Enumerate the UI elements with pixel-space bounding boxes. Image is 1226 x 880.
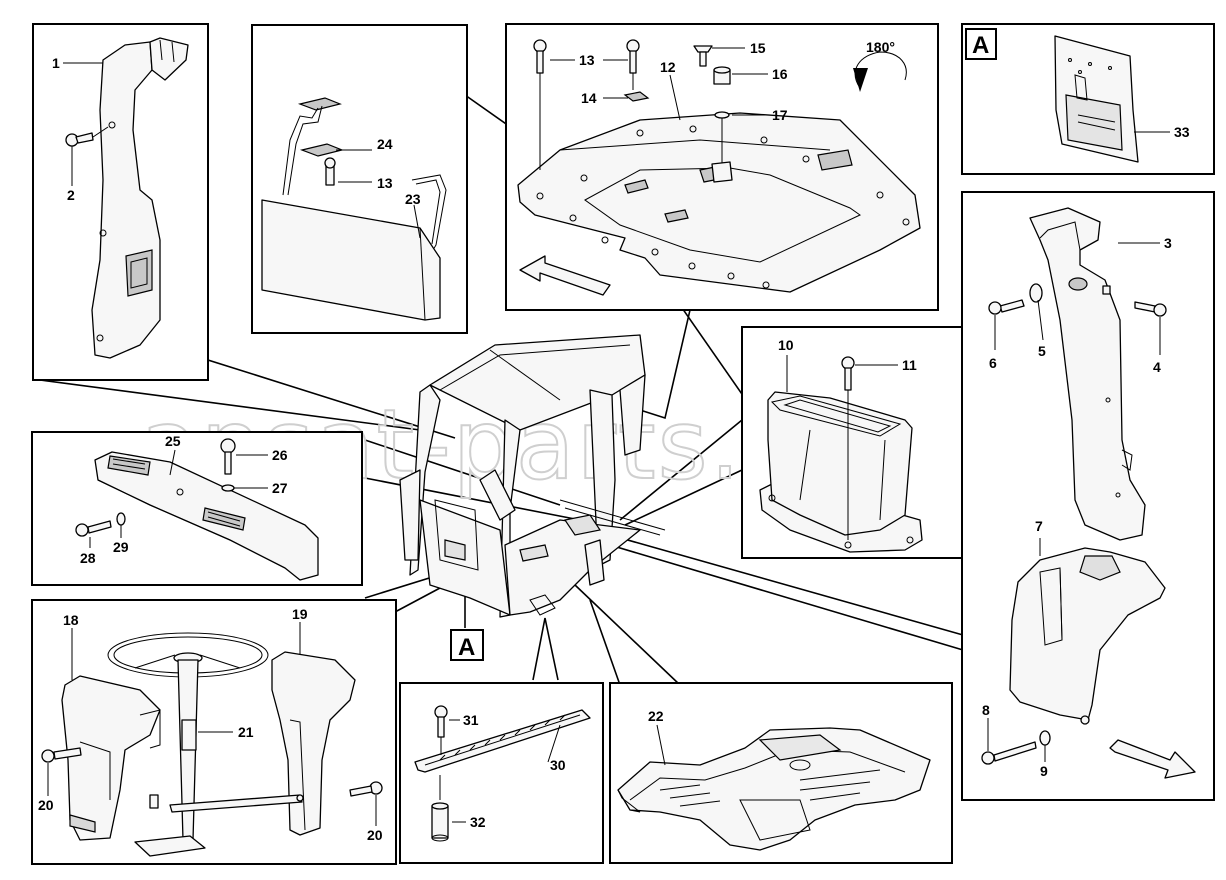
panel-floor-mat: 22 [609,682,953,864]
label-4: 4 [1153,359,1161,375]
rotation-label: 180° [866,39,895,55]
label-28: 28 [80,550,96,566]
panel-dash-trim: 26 27 25 28 29 [31,431,363,586]
label-1: 1 [52,55,60,71]
cab-frame [399,334,666,618]
label-14: 14 [581,90,597,106]
label-20a: 20 [38,797,54,813]
label-7: 7 [1035,518,1043,534]
label-23: 23 [405,191,421,207]
label-18: 18 [63,612,79,628]
label-2: 2 [67,187,75,203]
label-13a: 13 [579,52,595,68]
label-19: 19 [292,606,308,622]
label-31: 31 [463,712,479,728]
rotate-180-icon: 180° [853,39,907,92]
label-27: 27 [272,480,288,496]
panel-sun-visor: 24 13 23 [251,24,468,334]
panel-roof: 13 14 12 15 16 17 180° [505,23,939,311]
label-5: 5 [1038,343,1046,359]
panel-rail: 31 30 32 [399,682,604,864]
label-16: 16 [772,66,788,82]
label-15: 15 [750,40,766,56]
label-22: 22 [648,708,664,724]
label-30: 30 [550,757,566,773]
cab-view-a-tag: A [458,634,475,661]
panel-steering: 18 19 21 20 20 [31,599,397,865]
view-a-tag: A [972,32,989,59]
label-11: 11 [902,357,917,373]
label-3: 3 [1164,235,1172,251]
label-10: 10 [778,337,794,353]
label-8: 8 [982,702,990,718]
direction-arrow-icon [519,255,611,296]
panel-view-a: A 33 [961,23,1215,175]
label-24: 24 [377,136,393,152]
label-13c: 13 [377,175,393,191]
label-20b: 20 [367,827,383,843]
label-9: 9 [1040,763,1048,779]
label-33: 33 [1174,124,1190,140]
label-29: 29 [113,539,129,555]
roof-bolt-holes [536,125,910,289]
label-6: 6 [989,355,997,371]
label-17: 17 [772,107,788,123]
panel-pillar-trim-right: 3 5 6 4 7 8 9 [961,191,1215,801]
direction-arrow-right-icon [1109,739,1196,779]
label-25: 25 [165,433,181,449]
label-32: 32 [470,814,486,830]
label-12: 12 [660,59,676,75]
panel-pillar-trim-left: 1 2 [32,23,209,381]
label-21: 21 [238,724,254,740]
panel-storage-box: 10 11 [741,326,963,559]
label-26: 26 [272,447,288,463]
